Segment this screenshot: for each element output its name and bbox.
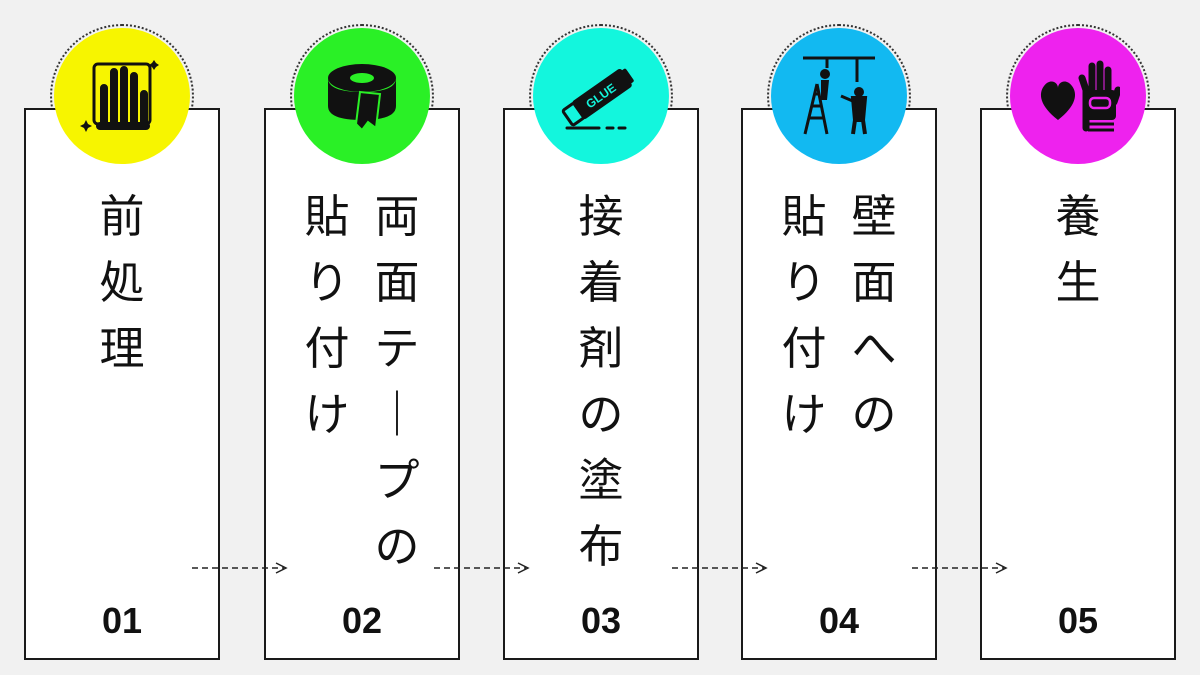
title-char: ｜ <box>374 388 420 441</box>
card-body <box>264 108 460 660</box>
title-char: 付 <box>781 322 827 375</box>
step-card-4: 壁面への 貼り付け 04 <box>741 0 937 675</box>
ladder-workers-icon <box>803 56 875 135</box>
title-column: 接着剤の塗布 <box>576 184 626 584</box>
title-column: 貼り付け <box>779 184 829 584</box>
card-body <box>741 108 937 660</box>
title-char: プ <box>374 454 420 507</box>
step-number: 05 <box>1057 600 1099 641</box>
title-char: 貼 <box>781 190 827 243</box>
step-number: 03 <box>580 600 622 641</box>
icon-circle: GLUE <box>533 28 669 164</box>
step-title: 両面テ ｜ プの 貼り付け <box>264 184 460 584</box>
title-char: へ <box>851 322 897 375</box>
title-char: 貼 <box>304 190 350 243</box>
title-char: の <box>374 520 420 573</box>
step-number: 04 <box>818 600 860 641</box>
heart-hand-icon <box>1040 60 1120 132</box>
title-column: 前処理 <box>97 184 147 584</box>
title-column: 壁面への <box>849 184 899 584</box>
title-char: の <box>578 388 624 441</box>
title-char: 壁 <box>851 190 897 243</box>
step-card-3: GLUE 接着剤の塗布 03 <box>503 0 699 675</box>
title-char: り <box>304 256 350 309</box>
step-title: 接着剤の塗布 <box>503 184 699 584</box>
title-char: 前 <box>99 190 145 243</box>
title-char: 付 <box>304 322 350 375</box>
card-body <box>503 108 699 660</box>
title-char: の <box>851 388 897 441</box>
glue-stick-icon: GLUE <box>561 68 634 130</box>
title-char: 面 <box>851 256 897 309</box>
title-char: 接 <box>578 190 624 243</box>
title-column: 貼り付け <box>302 184 352 584</box>
title-column: 両面テ ｜ プの <box>372 184 422 584</box>
card-body <box>980 108 1176 660</box>
icon-circle <box>1010 28 1146 164</box>
title-char: 布 <box>578 520 624 573</box>
title-char: 剤 <box>578 322 624 375</box>
title-char: け <box>781 388 827 441</box>
arrow-connector-4 <box>912 562 1008 574</box>
step-title: 養生 <box>980 184 1176 584</box>
arrow-connector-2 <box>434 562 530 574</box>
title-char: 処 <box>99 256 145 309</box>
title-char: テ <box>374 322 420 375</box>
step-card-5: 養生 05 <box>980 0 1176 675</box>
title-char: り <box>781 256 827 309</box>
title-char: 面 <box>374 256 420 309</box>
step-number: 02 <box>341 600 383 641</box>
title-column: 養生 <box>1053 184 1103 584</box>
icon-circle <box>294 28 430 164</box>
arrow-connector-1 <box>192 562 288 574</box>
tape-roll-icon <box>328 64 396 132</box>
title-char: 理 <box>99 322 145 375</box>
title-char: 両 <box>374 190 420 243</box>
step-title: 前処理 <box>24 184 220 584</box>
title-char: 着 <box>578 256 624 309</box>
title-char: け <box>304 388 350 441</box>
step-title: 壁面への 貼り付け <box>741 184 937 584</box>
icon-circle <box>771 28 907 164</box>
hand-wipe-icon <box>80 60 159 132</box>
step-card-1: 前処理 01 <box>24 0 220 675</box>
icon-circle <box>54 28 190 164</box>
step-number: 01 <box>101 600 143 641</box>
title-char: 塗 <box>578 454 624 507</box>
title-char: 養 <box>1055 190 1101 243</box>
card-body <box>24 108 220 660</box>
arrow-connector-3 <box>672 562 768 574</box>
step-card-2: 両面テ ｜ プの 貼り付け 02 <box>264 0 460 675</box>
title-char: 生 <box>1055 256 1101 309</box>
